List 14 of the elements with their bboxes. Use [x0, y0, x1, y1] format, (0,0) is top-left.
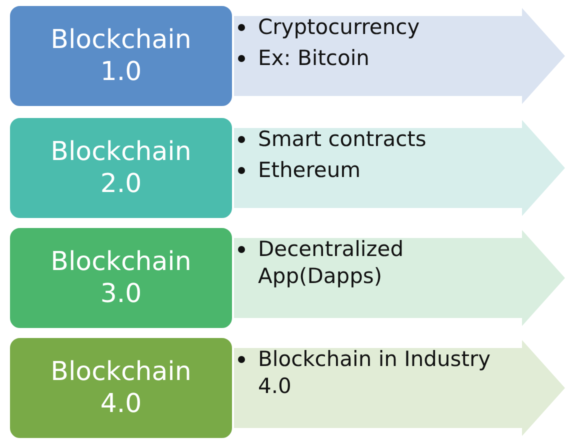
bullet-item: Smart contracts	[258, 126, 428, 153]
bullet-item: Ex: Bitcoin	[258, 45, 370, 72]
stage-title: Blockchain 4.0	[50, 356, 192, 420]
stage-title: Blockchain 3.0	[50, 246, 192, 310]
stage-box	[8, 116, 234, 220]
stage-box	[8, 4, 234, 108]
bullet-item: Decentralized App(Dapps)	[258, 236, 405, 290]
stage-title: Blockchain 1.0	[50, 24, 192, 88]
bullet-item: Cryptocurrency	[258, 14, 421, 41]
bullet-item: Blockchain in Industry 4.0	[258, 346, 492, 400]
stage-box	[8, 226, 234, 330]
stage-box	[8, 336, 234, 440]
stage-title: Blockchain 2.0	[50, 136, 192, 200]
bullet-item: Ethereum	[258, 157, 362, 184]
